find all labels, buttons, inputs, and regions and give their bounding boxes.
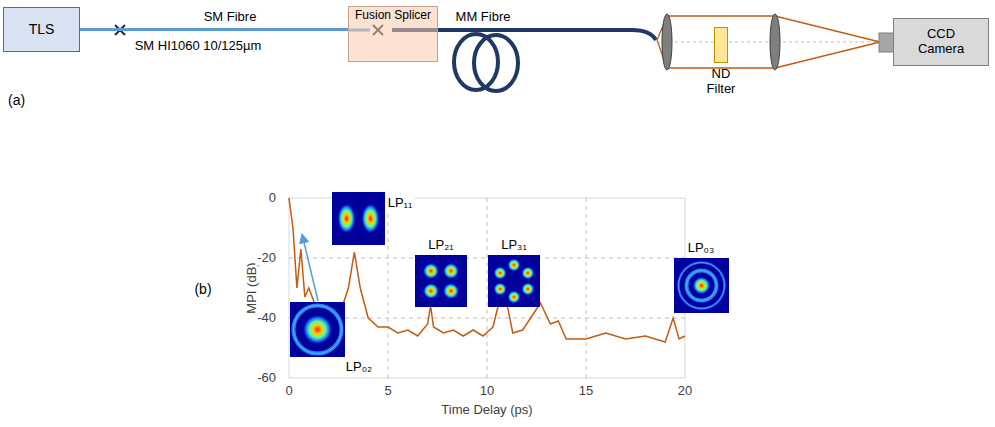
fibre-spec: SM HI1060 10/125µm — [133, 39, 264, 54]
camera-mount — [879, 33, 894, 52]
mode-images — [290, 192, 729, 357]
mode-label: LP₃₁ — [499, 238, 529, 253]
mode-label: LP₁₁ — [386, 196, 415, 211]
tick-label: -20 — [255, 251, 278, 266]
tick-label: 5 — [382, 384, 393, 399]
mode-label: LP₀₂ — [344, 360, 374, 375]
filter: ND Filter — [700, 27, 742, 97]
mpi-curve — [289, 198, 685, 342]
tick-label: 0 — [267, 191, 278, 206]
filter-glass — [714, 27, 728, 63]
panel-label: (a) — [6, 92, 27, 108]
optical-path — [657, 14, 894, 70]
tick-label: 15 — [577, 384, 595, 399]
mode-image — [674, 258, 729, 313]
fibre-label: SM Fibre — [202, 10, 259, 25]
node-label: CCD Camera — [912, 27, 970, 57]
source-box: TLS — [3, 7, 80, 52]
node-label: ND Filter — [700, 67, 742, 97]
tick-label: 20 — [676, 384, 694, 399]
node-label: Fusion Splicer — [355, 9, 431, 23]
tick-label: -40 — [255, 311, 278, 326]
mode-image — [488, 255, 540, 307]
mode-image — [290, 302, 345, 357]
splicer-box: Fusion Splicer — [348, 6, 438, 62]
pointer-arrow — [302, 234, 318, 301]
tick-label: 10 — [478, 384, 496, 399]
tick-label: 0 — [283, 384, 294, 399]
mode-label: LP₂₁ — [426, 238, 455, 253]
mpi-curve-layer — [289, 198, 685, 342]
mode-label: LP₀₃ — [686, 241, 717, 256]
plot-frame — [289, 198, 685, 378]
panel-label: (b) — [192, 281, 213, 297]
lens — [662, 14, 672, 70]
mode-image — [415, 255, 467, 307]
fibre-label: MM Fibre — [454, 10, 513, 25]
mode-image — [332, 192, 385, 245]
tick-label: -60 — [255, 371, 278, 386]
fibre-connector — [80, 28, 348, 31]
camera-box: CCD Camera — [893, 18, 989, 66]
lens — [770, 14, 780, 70]
axis-title: MPI (dB) — [245, 260, 260, 315]
axis-title: Time Delay (ps) — [439, 403, 534, 418]
node-label: TLS — [29, 21, 55, 37]
